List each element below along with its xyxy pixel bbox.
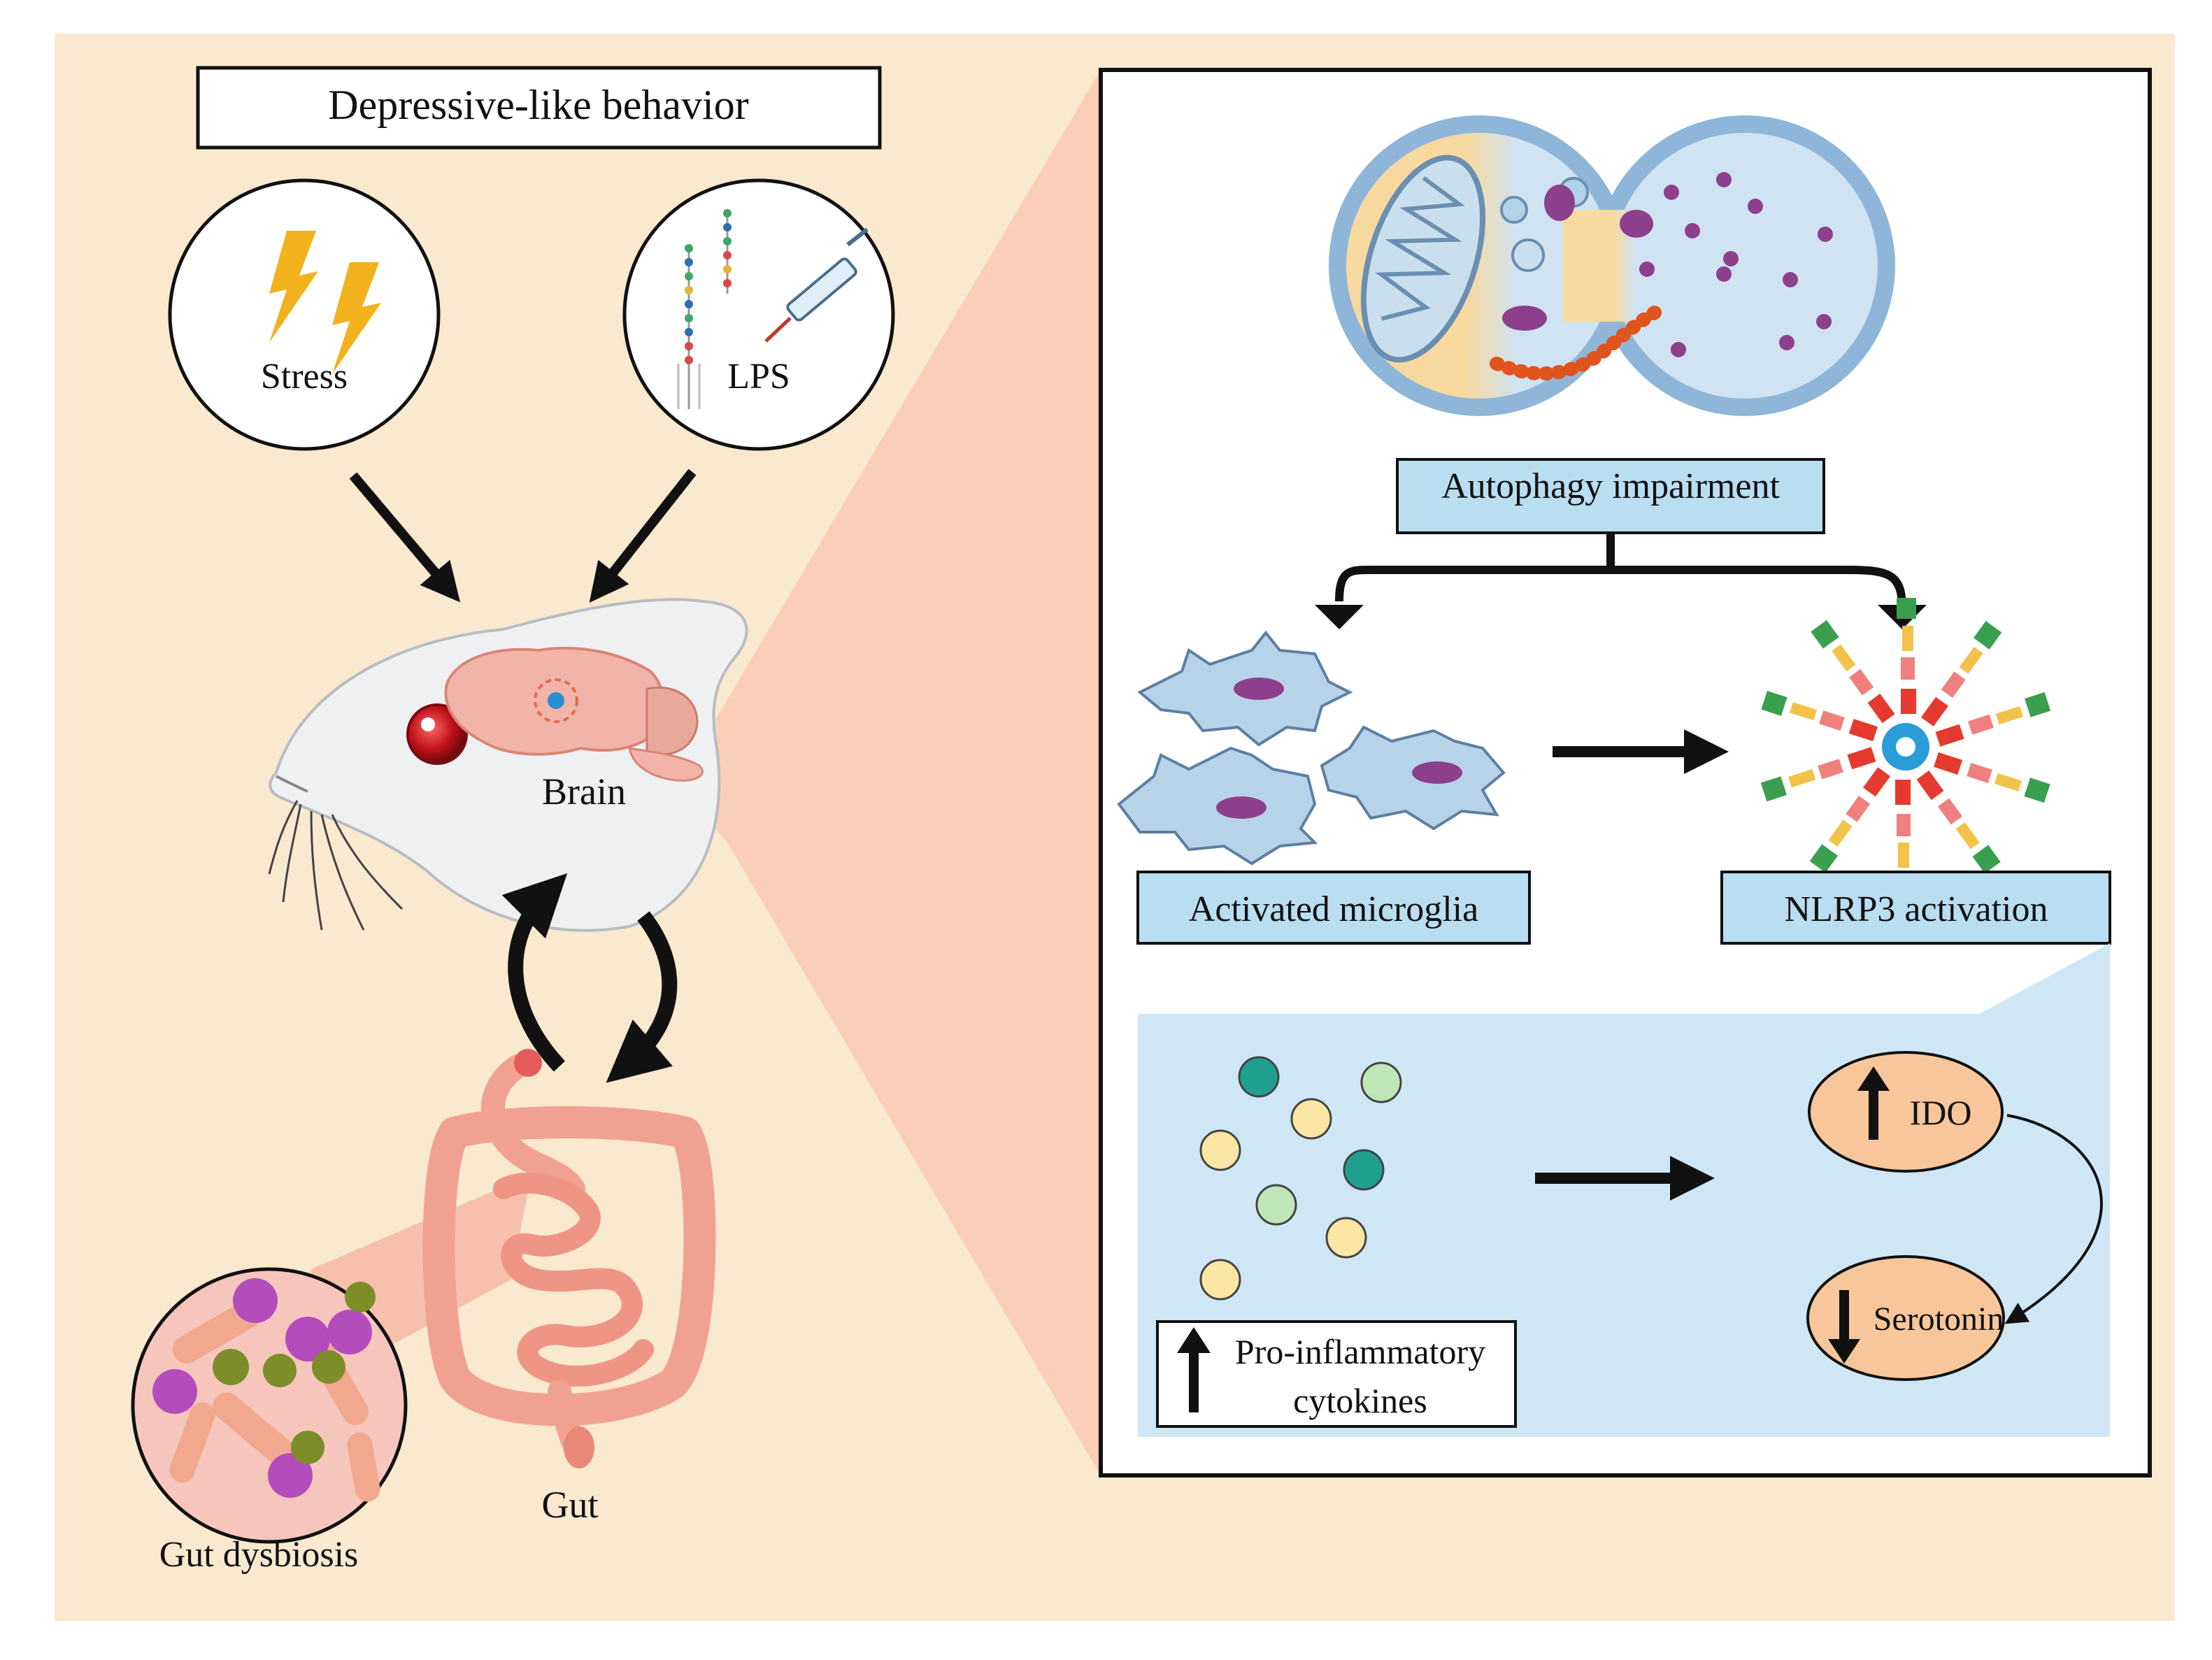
autophagy-impairment-label: Autophagy impairment — [1441, 466, 1780, 506]
rat-eye — [406, 703, 468, 765]
bacteria-illustration — [152, 1278, 380, 1502]
stress-label: Stress — [261, 357, 348, 396]
lightning-bolt-icon — [269, 231, 318, 343]
cytokines-label-line1: Pro-inflammatory — [1235, 1332, 1485, 1371]
lightning-bolt-icon-2 — [332, 262, 381, 374]
ido-ellipse — [1808, 1051, 2004, 1173]
microglia-cell-2 — [1117, 746, 1318, 866]
serotonin-ellipse — [1806, 1255, 2005, 1381]
ido-label: IDO — [1910, 1093, 1972, 1132]
lps-label: LPS — [727, 357, 790, 396]
stress-circle: Stress — [168, 178, 441, 451]
nlrp3-activation-box — [1720, 871, 2111, 945]
autophagy-impairment-box — [1396, 458, 1825, 534]
ido-to-serotonin-arrow — [2004, 1114, 2103, 1324]
gut-to-brain-arrow — [501, 873, 568, 1072]
up-arrow-icon — [1177, 1327, 1211, 1412]
brain-to-gut-arrow — [606, 911, 678, 1083]
ido-up-arrow-icon — [1857, 1066, 1890, 1140]
brain-zoom-wedge — [677, 70, 1101, 1475]
cytokines-box — [1156, 1320, 1517, 1428]
nlrp3-inflammasome-icon — [1760, 598, 2051, 896]
serotonin-down-arrow-icon — [1828, 1290, 1860, 1364]
rat-whiskers — [268, 800, 404, 931]
autophagosome-illustration — [1329, 115, 1895, 416]
syringe-icon — [764, 227, 869, 343]
microglia-illustration — [1117, 630, 1506, 866]
mitochondrion-icon — [1360, 155, 1486, 363]
lps-molecule-icon — [677, 209, 732, 409]
lps-circle: LPS — [622, 178, 895, 451]
lps-to-brain-arrow — [589, 468, 697, 603]
nlrp3-activation-label: NLRP3 activation — [1785, 889, 2048, 929]
cytokines-label-line2: cytokines — [1293, 1381, 1427, 1420]
title-text: Depressive-like behavior — [328, 82, 748, 128]
branch-arrowhead-left — [1315, 605, 1364, 629]
gut-label: Gut — [542, 1484, 599, 1526]
brain-illustration — [444, 646, 704, 782]
stress-to-brain-arrow — [349, 472, 461, 603]
branch-arrow — [1335, 533, 1906, 609]
cytokine-molecules — [1199, 1056, 1402, 1301]
protein-chain-icon — [1490, 304, 1664, 381]
cytokine-zoom-wedge — [1979, 943, 2110, 1014]
gut-illustration: Gut — [422, 1049, 716, 1526]
brain-label: Brain — [542, 771, 626, 813]
serotonin-label: Serotonin — [1874, 1301, 2004, 1338]
activated-microglia-box — [1136, 871, 1531, 945]
gut-dysbiosis-circle: Gut dysbiosis — [131, 1267, 408, 1575]
activated-microglia-label: Activated microglia — [1189, 889, 1478, 929]
title-box: Depressive-like behavior — [196, 66, 882, 150]
microglia-cell — [1137, 630, 1353, 747]
microglia-cell-3 — [1320, 725, 1506, 831]
neuroinflammation-icon — [534, 678, 578, 723]
rat-head: Brain — [268, 598, 748, 932]
gut-dysbiosis-label: Gut dysbiosis — [159, 1535, 359, 1575]
